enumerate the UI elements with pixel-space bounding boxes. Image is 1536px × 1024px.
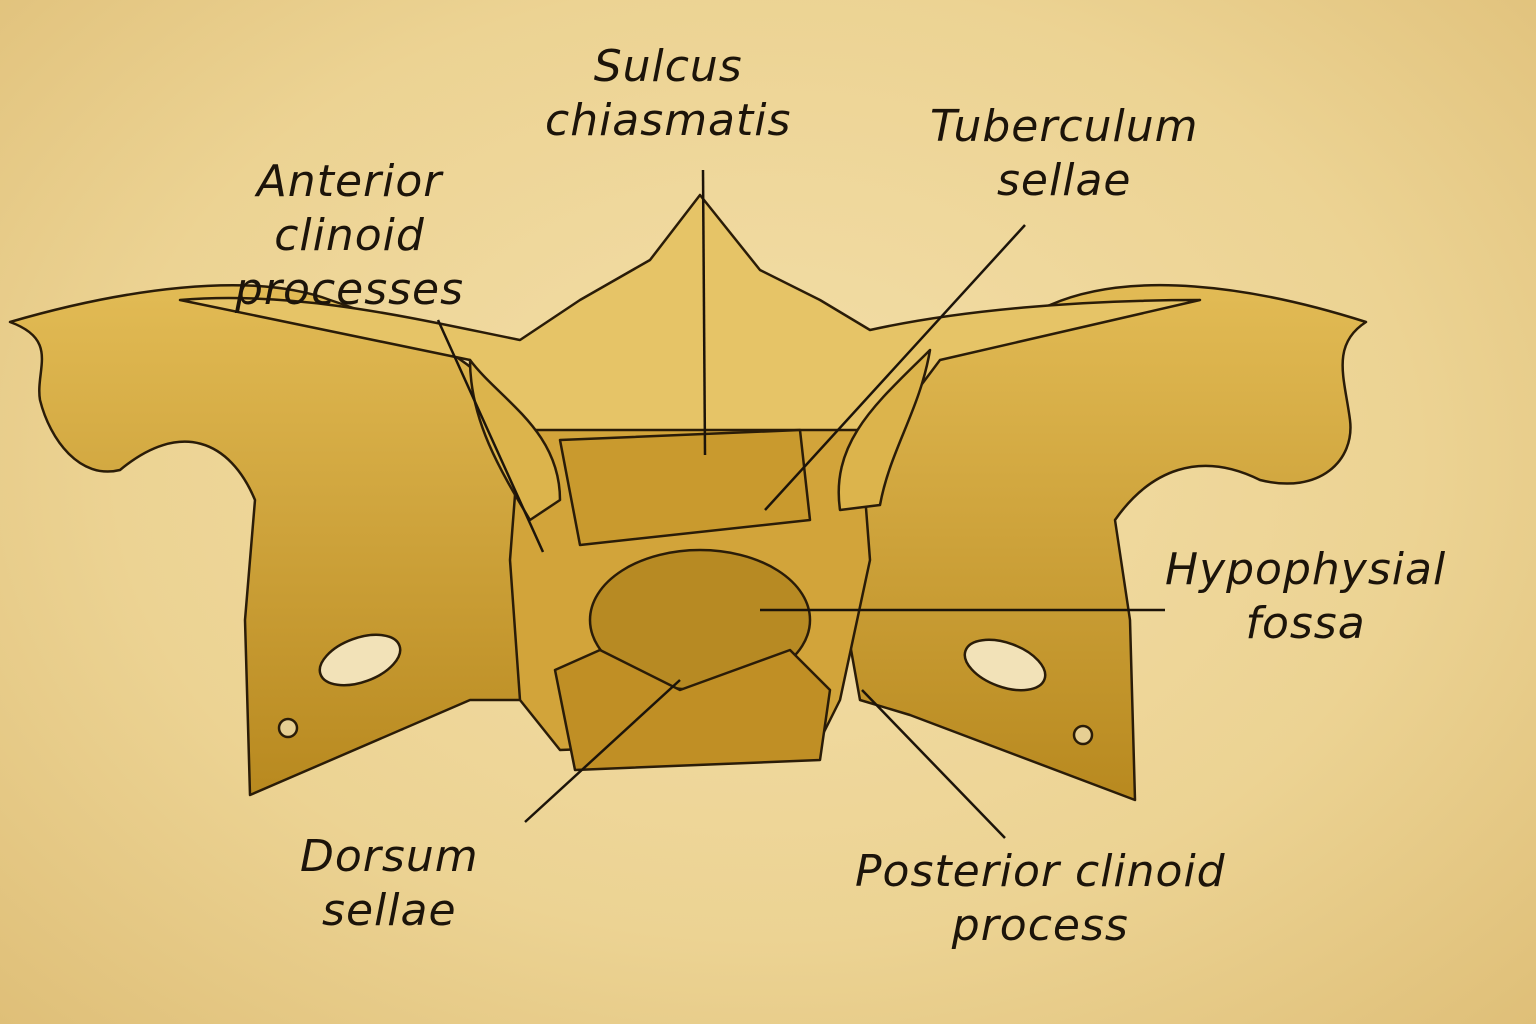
left-foramen-ovale [318, 633, 402, 687]
label-line: Hypophysial [1165, 544, 1447, 595]
label-line: Tuberculum [930, 101, 1199, 152]
leader-posterior-clinoid [861, 689, 1006, 839]
leader-tuberculum-sellae [764, 224, 1026, 511]
label-line: Dorsum [300, 831, 479, 882]
label-line: Anterior [256, 156, 443, 207]
label-line: fossa [1245, 598, 1366, 649]
label-tuberculum-sellae: Tuberculum sellae [930, 100, 1198, 208]
label-anterior-clinoid-processes: Anterior clinoid processes [235, 155, 464, 317]
label-line: Posterior clinoid [855, 846, 1226, 897]
dorsum-sellae-shape [553, 648, 832, 772]
right-foramen-ovale [963, 638, 1047, 692]
label-line: Sulcus [593, 41, 743, 92]
label-hypophysial-fossa: Hypophysial fossa [1165, 543, 1446, 651]
label-line: processes [235, 264, 465, 315]
tuberculum-ridge [558, 428, 812, 547]
label-line: sellae [322, 885, 457, 936]
left-foramen-spinosum [277, 717, 299, 739]
leader-anterior-clinoid [436, 319, 545, 553]
leader-dorsum-sellae [524, 679, 681, 823]
lesser-wings [178, 193, 1202, 522]
label-posterior-clinoid-process: Posterior clinoid process [855, 845, 1226, 953]
left-anterior-clinoid [468, 358, 562, 522]
label-sulcus-chiasmatis: Sulcus chiasmatis [545, 40, 791, 148]
leader-sulcus-chiasmatis [701, 169, 707, 456]
left-greater-wing [8, 284, 547, 797]
label-line: process [951, 900, 1129, 951]
label-line: clinoid [274, 210, 425, 261]
label-dorsum-sellae: Dorsum sellae [300, 830, 479, 938]
right-anterior-clinoid [837, 348, 932, 512]
right-greater-wing [833, 284, 1368, 802]
label-line: chiasmatis [545, 95, 792, 146]
label-line: sellae [997, 155, 1132, 206]
right-foramen-spinosum [1072, 724, 1094, 746]
